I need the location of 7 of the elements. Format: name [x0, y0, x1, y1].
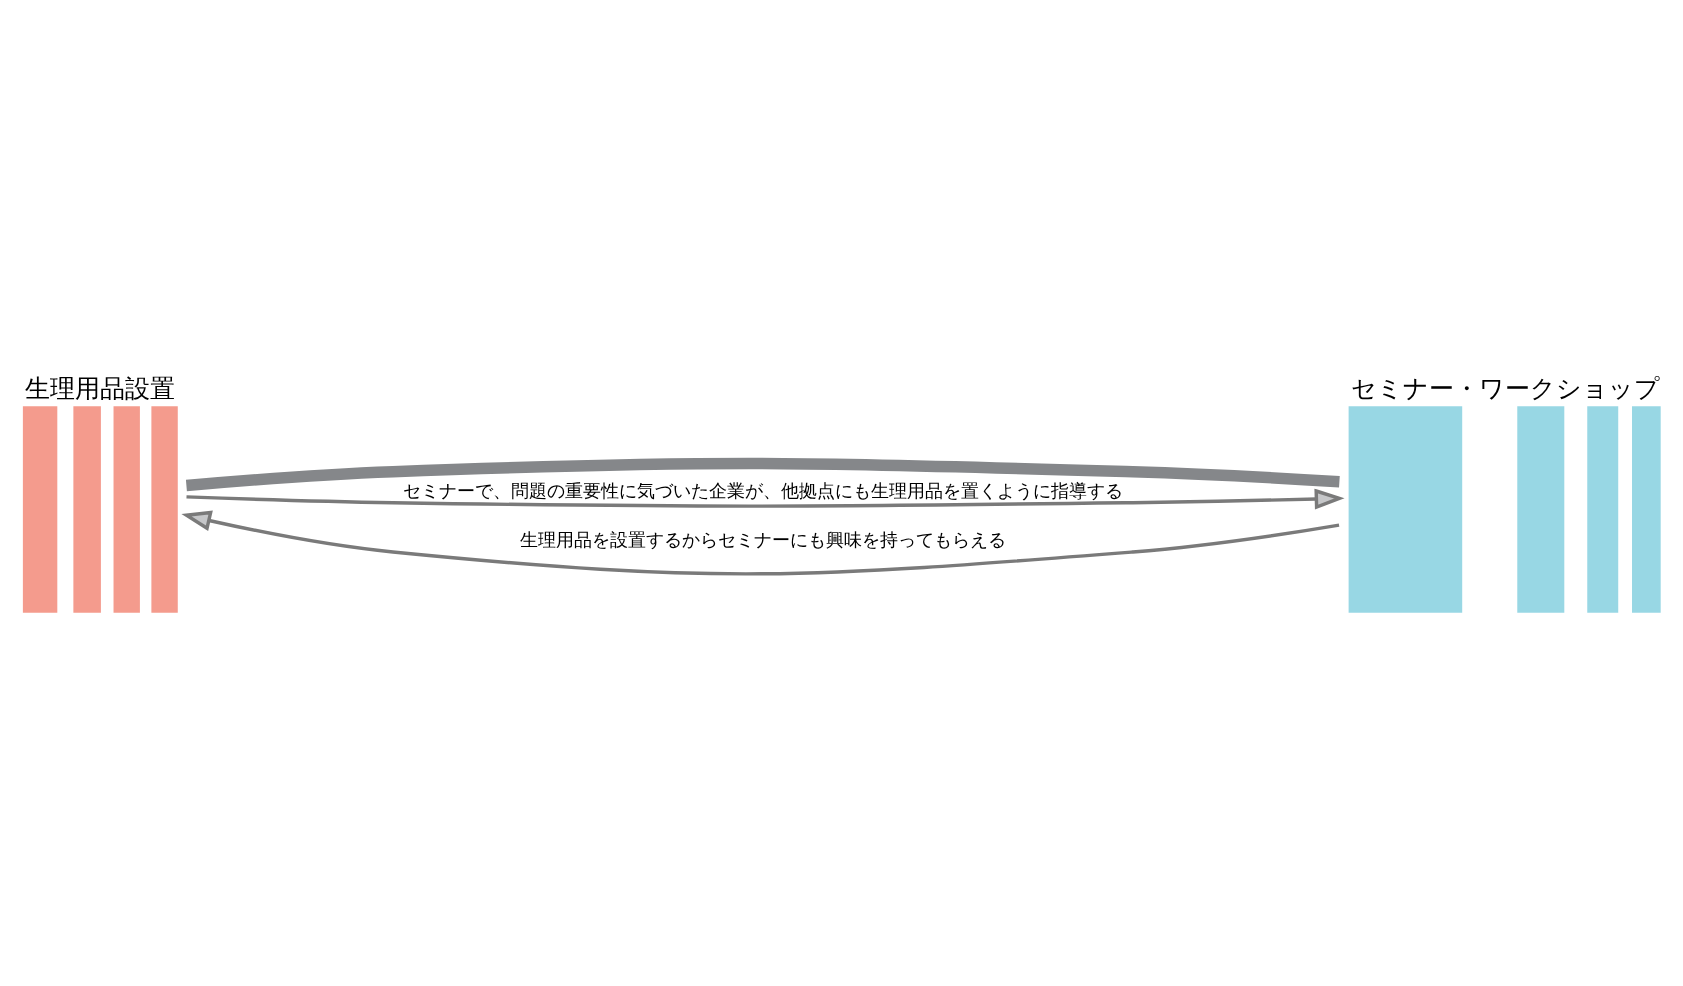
connector	[185, 457, 1340, 491]
edge-label: 生理用品を設置するからセミナーにも興味を持ってもらえる	[519, 528, 1006, 550]
edge-label: セミナーで、問題の重要性に気づいた企業が、他拠点にも生理用品を置くように指導する	[402, 479, 1123, 501]
node-label: セミナー・ワークショップ	[1350, 373, 1660, 403]
arrow	[181, 510, 1340, 576]
node-label: 生理用品設置	[25, 373, 176, 403]
arrow	[186, 488, 1345, 510]
